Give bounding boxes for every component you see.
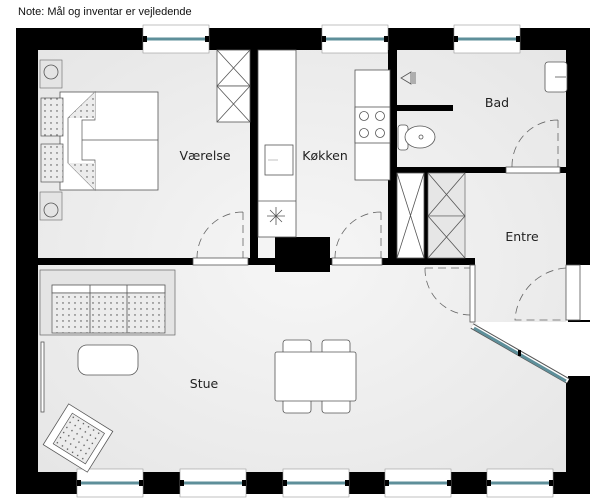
room-label-living-room: Stue — [190, 376, 219, 391]
window — [384, 468, 452, 498]
kitchen-furniture — [257, 49, 391, 238]
living-room-furniture — [39, 269, 357, 473]
window — [282, 468, 350, 498]
room-label-kitchen: Køkken — [302, 148, 348, 163]
window — [486, 468, 554, 498]
window — [179, 468, 247, 498]
window — [453, 24, 521, 54]
kitchen-door[interactable] — [331, 211, 383, 266]
room-label-bedroom: Værelse — [179, 148, 230, 163]
bathroom-door[interactable] — [505, 119, 561, 174]
bedroom-door[interactable] — [192, 211, 249, 266]
diagonal-window — [470, 323, 570, 384]
windows — [76, 24, 554, 498]
hallway-door[interactable] — [424, 264, 476, 323]
window — [142, 24, 210, 54]
room-label-bathroom: Bad — [485, 95, 509, 110]
bathroom-fixtures — [397, 61, 568, 151]
interior-walls — [38, 50, 566, 272]
hallway-closets — [396, 172, 466, 259]
room-label-hallway: Entre — [505, 229, 539, 244]
front-door[interactable] — [514, 264, 581, 321]
bedroom-furniture — [39, 49, 251, 221]
window — [321, 24, 389, 54]
window — [76, 468, 144, 498]
disclaimer-note: Note: Mål og inventar er vejledende — [18, 6, 192, 18]
